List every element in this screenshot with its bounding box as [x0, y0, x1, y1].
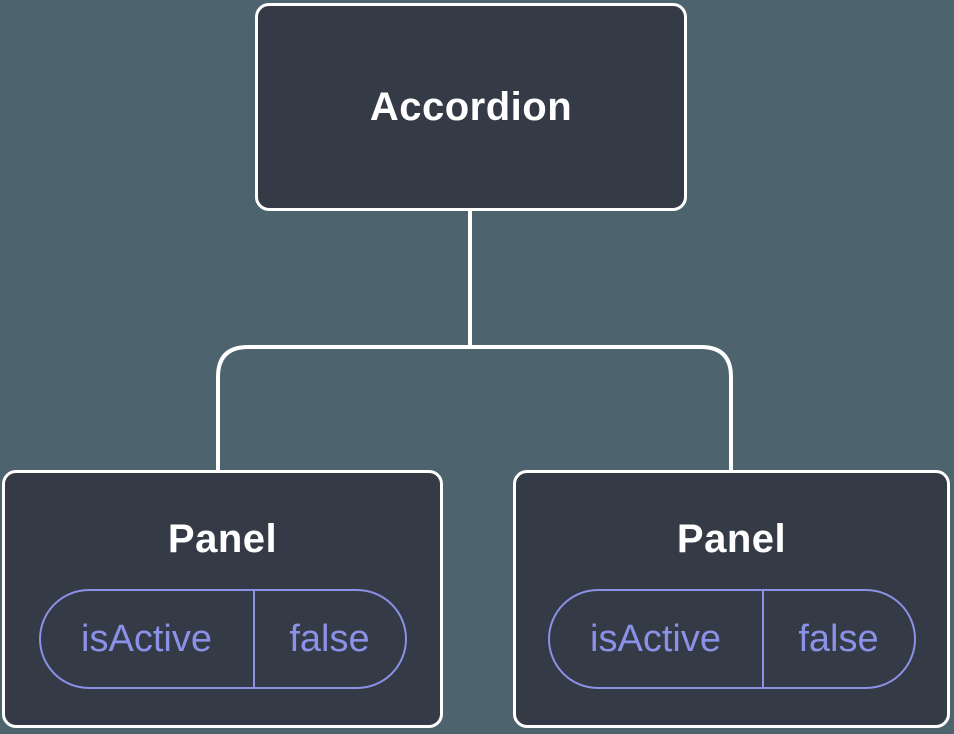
- panel-node-right: Panel isActive false: [513, 470, 950, 728]
- state-key: isActive: [550, 591, 764, 687]
- connector-branch: [216, 345, 733, 472]
- state-key: isActive: [41, 591, 255, 687]
- state-value: false: [798, 617, 879, 660]
- state-value: false: [289, 617, 370, 660]
- state-pill: isActive false: [547, 589, 916, 689]
- panel-label: Panel: [676, 517, 787, 561]
- accordion-label: Accordion: [369, 85, 573, 129]
- panel-node-left: Panel isActive false: [2, 470, 443, 728]
- panel-label: Panel: [167, 517, 278, 561]
- accordion-node: Accordion: [255, 3, 687, 211]
- state-pill: isActive false: [38, 589, 407, 689]
